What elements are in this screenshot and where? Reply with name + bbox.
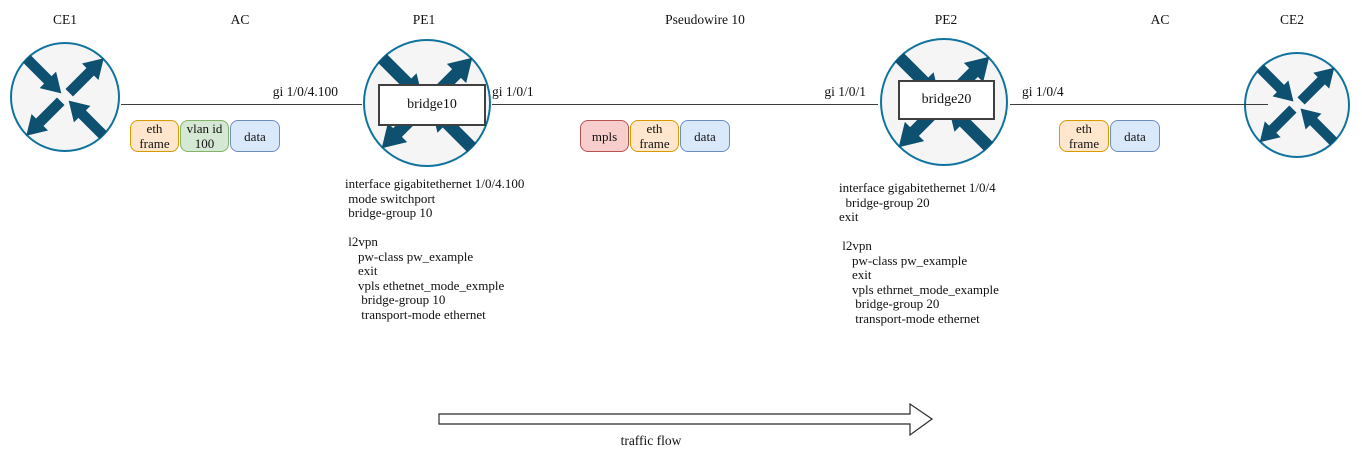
config-block-pe2: interface gigabitethernet 1/0/4 bridge-g… [839, 180, 999, 326]
frame-stack-ac-left: eth frame vlan id 100 data [130, 120, 280, 152]
node-label-ce2: CE2 [1279, 12, 1305, 27]
router-ce1 [10, 42, 120, 152]
segment-label-ac-left: AC [230, 12, 250, 27]
interface-label-pe2-ce2: gi 1/0/4 [1022, 84, 1064, 99]
node-label-pe2: PE2 [934, 12, 958, 27]
router-ce2 [1244, 52, 1350, 158]
frame-eth: eth frame [630, 120, 679, 152]
bridge-box-pe1: bridge10 [378, 84, 486, 126]
interface-label-pe1-pw: gi 1/0/1 [492, 84, 534, 99]
bridge-label: bridge10 [407, 97, 457, 112]
frame-data: data [680, 120, 730, 152]
bridge-label: bridge20 [921, 92, 972, 107]
frame-vlan: vlan id 100 [180, 120, 229, 152]
frame-data: data [230, 120, 280, 152]
link-ce1-pe1 [121, 104, 362, 105]
link-pe1-pe2-pseudowire [492, 104, 878, 105]
interface-label-ce1-pe1: gi 1/0/4.100 [272, 84, 338, 99]
router-icon [18, 50, 112, 144]
link-pe2-ce2 [1010, 104, 1268, 105]
frame-eth: eth frame [1059, 120, 1109, 152]
frame-data: data [1110, 120, 1160, 152]
bridge-box-pe2: bridge20 [898, 80, 995, 120]
segment-label-pseudowire: Pseudowire 10 [665, 12, 745, 27]
frame-mpls: mpls [580, 120, 629, 152]
router-icon [1251, 59, 1343, 151]
frame-stack-pseudowire: mpls eth frame data [580, 120, 730, 152]
config-block-pe1: interface gigabitethernet 1/0/4.100 mode… [345, 176, 525, 322]
node-label-ce1: CE1 [52, 12, 78, 27]
node-label-pe1: PE1 [412, 12, 436, 27]
traffic-flow-arrow-icon [438, 402, 934, 437]
frame-eth: eth frame [130, 120, 179, 152]
traffic-flow-label: traffic flow [620, 433, 682, 448]
segment-label-ac-right: AC [1150, 12, 1170, 27]
frame-stack-ac-right: eth frame data [1059, 120, 1160, 152]
interface-label-pw-pe2: gi 1/0/1 [824, 84, 866, 99]
